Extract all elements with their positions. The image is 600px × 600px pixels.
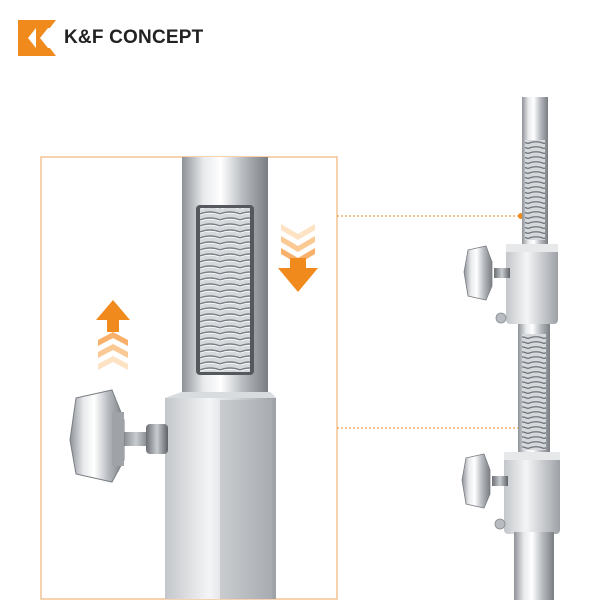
zoom-screw-thread bbox=[118, 432, 154, 446]
brand-name: K&F CONCEPT bbox=[64, 27, 204, 48]
kf-concept-logo-icon bbox=[18, 20, 56, 56]
spring-icon bbox=[200, 208, 250, 372]
up-arrow-icon bbox=[96, 300, 130, 370]
thumb-screw-knob-icon bbox=[69, 389, 125, 483]
down-arrow-icon bbox=[278, 224, 318, 292]
full-stand bbox=[461, 97, 560, 600]
brand-header: K&F CONCEPT bbox=[18, 20, 203, 56]
